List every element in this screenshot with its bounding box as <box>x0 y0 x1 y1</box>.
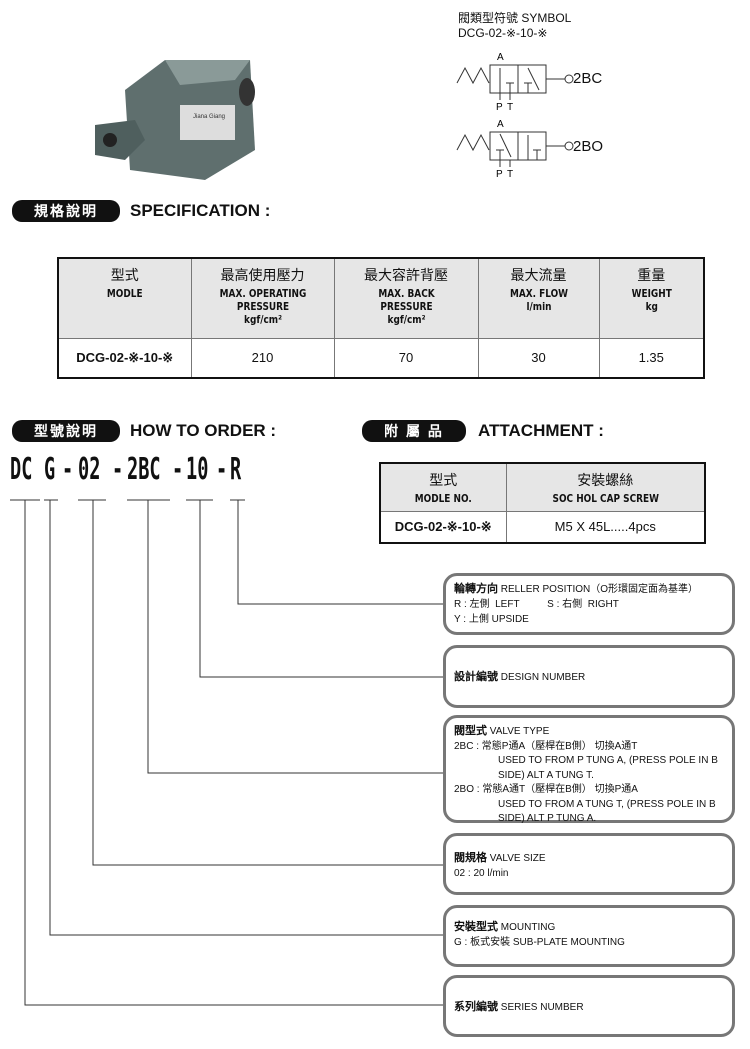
box-design-number: 設計編號 DESIGN NUMBER <box>443 645 735 708</box>
box-mounting: 安裝型式 MOUNTING G : 板式安裝 SUB-PLATE MOUNTIN… <box>443 905 735 967</box>
th-zh: 重量 <box>637 267 666 283</box>
port-a-label: A <box>497 52 504 63</box>
cell-pressure: 210 <box>190 337 335 379</box>
th-en: WEIGHT <box>631 288 672 300</box>
th-en: MODLE NO. <box>414 493 472 505</box>
th-en: PRESSURE <box>236 301 289 313</box>
th-zh: 型式 <box>110 267 139 283</box>
box-series-number: 系列編號 SERIES NUMBER <box>443 975 735 1037</box>
box-title: 輪轉方向 <box>454 583 498 595</box>
code-dash: - <box>112 452 124 487</box>
attachment-title: ATTACHMENT : <box>478 421 604 440</box>
box-line: USED TO FROM A TUNG T, (PRESS POLE IN B <box>498 798 716 810</box>
box-valve-type: 閥型式 VALVE TYPE 2BC : 常態P通A（壓桿在B側） 切換A通T … <box>443 715 735 824</box>
box-valve-size: 閥規格 VALVE SIZE 02 : 20 l/min <box>443 833 735 895</box>
cell-back-pressure: 70 <box>333 337 479 379</box>
th-en: MODLE <box>106 288 143 300</box>
th-en: l/min <box>525 301 552 313</box>
product-image: Jiana Giang <box>95 60 255 180</box>
th-zh: 最大流量 <box>510 267 567 283</box>
th-en: kgf/cm² <box>387 314 425 326</box>
code-dc: DC <box>10 452 33 487</box>
box-line: SIDE) ALT P TUNG A. <box>498 813 597 824</box>
cell-model: DCG-02-※-10-※ <box>57 337 192 379</box>
th-zh: 安裝螺絲 <box>577 472 634 488</box>
port-p-label: P <box>496 169 503 180</box>
port-a-label: A <box>497 119 504 130</box>
box-title-en: VALVE SIZE <box>489 853 546 864</box>
cell-screw: M5 X 45L.....4pcs <box>505 510 706 544</box>
box-line: 2BO : 常態A通T（壓桿在B側） 切換P通A <box>454 784 638 795</box>
code-02: 02 <box>78 452 101 487</box>
cell-model: DCG-02-※-10-※ <box>379 510 507 544</box>
box-title: 閥型式 <box>454 725 487 737</box>
cell-flow: 30 <box>477 337 600 379</box>
box-line: R : 左側 LEFT S : 右側 RIGHT <box>454 599 619 610</box>
box-line: 2BC : 常態P通A（壓桿在B側） 切換A通T <box>454 740 638 752</box>
symbol-2bc: 2BC <box>573 70 603 87</box>
box-title-en: RELLER POSITION（O形環固定面為基準） <box>500 584 699 595</box>
code-dash: - <box>216 452 228 487</box>
cell-weight: 1.35 <box>598 337 705 379</box>
box-line: 02 : 20 l/min <box>454 868 509 879</box>
box-line: SIDE) ALT A TUNG T. <box>498 769 594 781</box>
th-zh: 最大容許背壓 <box>364 267 448 283</box>
th-en: MAX. BACK <box>377 288 435 300</box>
th-en: kgf/cm² <box>243 314 282 326</box>
box-line: Y : 上側 UPSIDE <box>454 614 529 625</box>
port-t-label: T <box>507 102 513 113</box>
code-dash: - <box>62 452 74 487</box>
box-title: 安裝型式 <box>454 921 498 933</box>
box-roller-position: 輪轉方向 RELLER POSITION（O形環固定面為基準） R : 左側 L… <box>443 573 735 635</box>
code-dash: - <box>172 452 184 487</box>
th-zh: 最高使用壓力 <box>220 267 305 283</box>
port-p-label: P <box>496 102 503 113</box>
box-title: 設計編號 <box>454 671 498 683</box>
th-en: SOC HOL CAP SCREW <box>552 493 659 505</box>
th-en: MAX. OPERATING <box>219 288 306 300</box>
symbol-title: 閥類型符號 SYMBOL <box>458 11 572 25</box>
th-en: kg <box>645 301 658 313</box>
box-title-en: DESIGN NUMBER <box>500 672 586 683</box>
spec-pill: 規格說明 <box>12 200 120 222</box>
code-10: 10 <box>186 452 209 487</box>
order-title: HOW TO ORDER : <box>130 421 277 440</box>
box-title: 閥規格 <box>454 852 487 864</box>
attachment-pill: 附 屬 品 <box>362 420 466 442</box>
spec-title: SPECIFICATION : <box>130 201 271 220</box>
box-line: USED TO FROM P TUNG A, (PRESS POLE IN B <box>498 755 718 766</box>
th-zh: 型式 <box>429 472 458 488</box>
th-en: PRESSURE <box>379 301 433 313</box>
box-line: G : 板式安裝 SUB-PLATE MOUNTING <box>454 937 625 948</box>
box-title-en: SERIES NUMBER <box>500 1002 584 1013</box>
code-g: G <box>44 452 56 487</box>
box-title-en: VALVE TYPE <box>489 726 550 737</box>
code-2bc: 2BC <box>127 452 161 487</box>
order-pill: 型號說明 <box>12 420 120 442</box>
code-r: R <box>230 452 242 487</box>
symbol-2bo: 2BO <box>573 138 604 155</box>
product-label: Jiana Giang <box>193 114 225 120</box>
th-en: MAX. FLOW <box>509 288 568 300</box>
symbol-code: DCG-02-※-10-※ <box>458 26 548 40</box>
box-title: 系列編號 <box>454 1001 498 1013</box>
valve-symbol-diagram: A P T A P T <box>456 52 574 180</box>
attachment-table: 型式 MODLE NO. 安裝螺絲 SOC HOL CAP SCREW DCG-02… <box>379 462 706 544</box>
port-t-label: T <box>507 169 513 180</box>
box-title-en: MOUNTING <box>500 922 556 933</box>
